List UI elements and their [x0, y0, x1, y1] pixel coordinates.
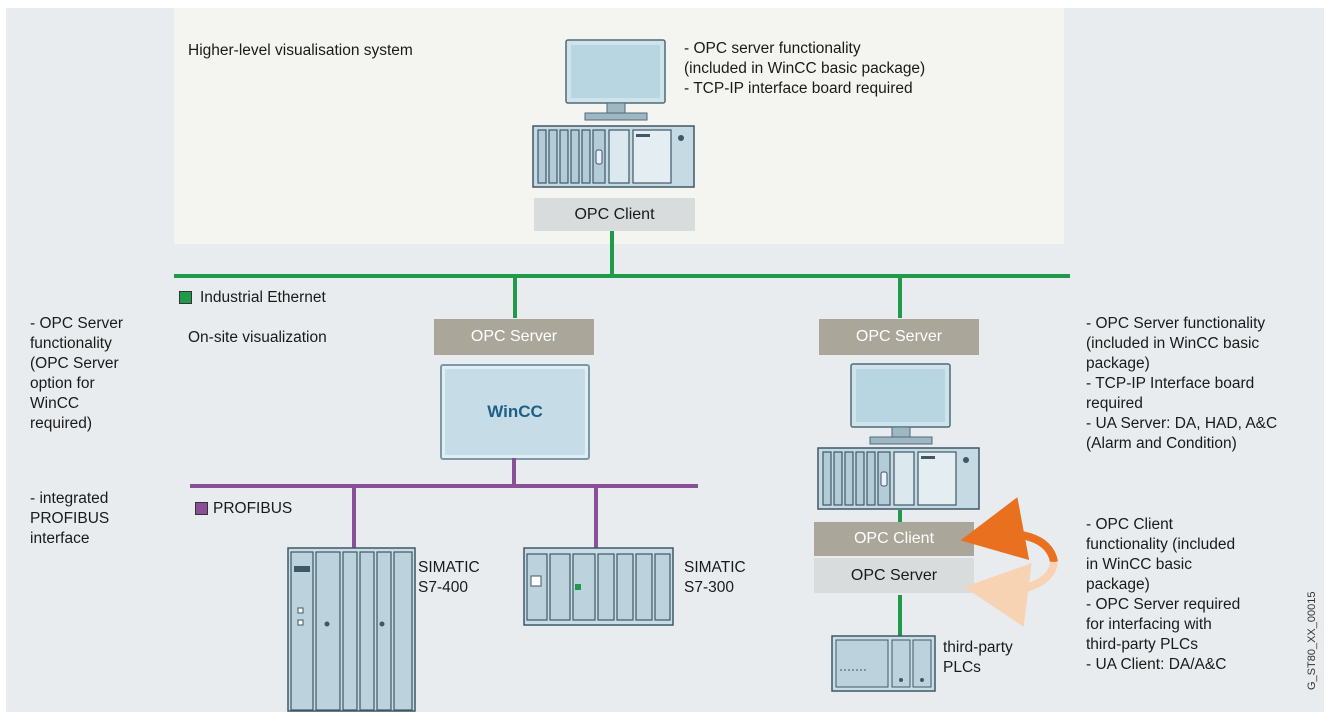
top-opc-client-box: OPC Client [534, 198, 695, 231]
ethernet-drop-third-party [898, 595, 902, 655]
wincc-label: WinCC [487, 402, 543, 421]
ethernet-drop-right [898, 276, 902, 318]
monitor-icon [565, 39, 666, 121]
ethernet-drop-top [610, 231, 614, 276]
ethernet-drop-wincc [513, 276, 517, 318]
figure-id: G_ST80_XX_00015 [1306, 591, 1318, 690]
left-notes-opc-server: - OPC Server functionality (OPC Server o… [30, 315, 124, 432]
wincc-opc-server-box: OPC Server [434, 319, 594, 355]
profibus-bus [190, 484, 698, 488]
rack-pc-icon [532, 125, 695, 188]
onsite-label: On-site visualization [188, 329, 327, 346]
industrial-ethernet-bus [174, 274, 1070, 278]
s7-400-plc-icon [287, 547, 416, 712]
profibus-legend-label: PROFIBUS [213, 500, 293, 517]
right-opc-server-box-lower: OPC Server [814, 558, 974, 593]
third-party-label: third-party PLCs [943, 639, 1013, 676]
ethernet-drop-client [898, 510, 902, 522]
profibus-drop-s7-300 [594, 486, 598, 548]
higher-level-title: Higher-level visualisation system [188, 42, 413, 59]
ethernet-legend-label: Industrial Ethernet [200, 289, 326, 306]
right-opc-client-box: OPC Client [814, 522, 974, 556]
s7-300-plc-icon [523, 547, 674, 626]
right-notes-bottom: - OPC Client functionality (included in … [1086, 516, 1241, 673]
left-notes-profibus: - integrated PROFIBUS interface [30, 490, 110, 547]
third-party-plc-icon [831, 635, 936, 692]
s7-300-label: SIMATIC S7-300 [684, 559, 746, 596]
diagram-canvas: Higher-level visualisation system - OPC … [6, 8, 1324, 712]
profibus-legend-swatch [195, 502, 208, 515]
right-rack-pc-icon [817, 447, 980, 510]
right-opc-server-box: OPC Server [819, 319, 979, 355]
wincc-panel: WinCC [440, 364, 590, 460]
s7-400-label: SIMATIC S7-400 [418, 559, 480, 596]
right-notes-top: - OPC Server functionality (included in … [1086, 315, 1278, 452]
profibus-drop-wincc [512, 458, 516, 486]
right-monitor-icon [850, 363, 951, 445]
opc-loop-arrows-icon [960, 497, 1058, 627]
ethernet-legend-swatch [179, 291, 192, 304]
higher-level-notes: - OPC server functionality (included in … [684, 40, 926, 97]
profibus-drop-s7-400 [352, 486, 356, 548]
